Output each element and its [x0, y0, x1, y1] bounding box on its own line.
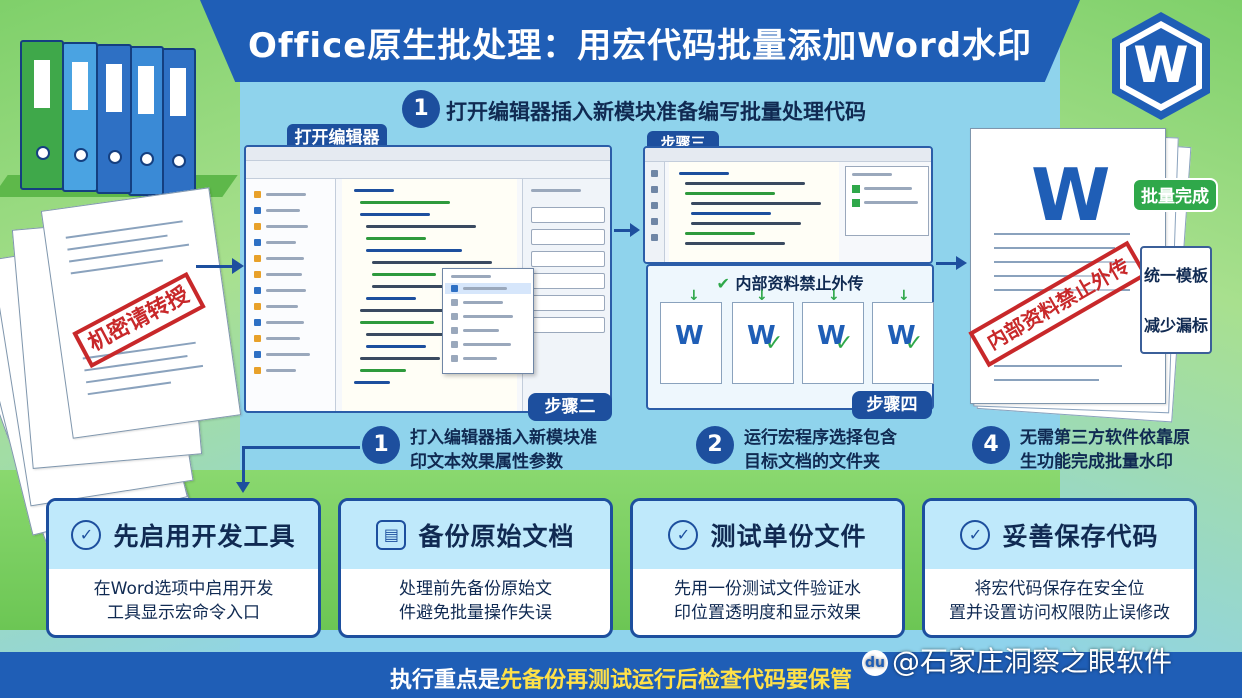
property-field[interactable]: [531, 251, 605, 267]
property-field[interactable]: [531, 207, 605, 223]
step-number-badge: 2: [696, 426, 734, 464]
editor-titlebar: [246, 147, 610, 161]
arrow-head-icon: [232, 258, 244, 274]
page-title: Office原生批处理：用宏代码批量添加Word水印: [247, 26, 1033, 66]
macro-editor-window: [643, 146, 933, 264]
word-letter-icon: W: [1031, 153, 1111, 237]
title-banner: [200, 0, 1080, 82]
backup-icon: ▤: [376, 520, 407, 550]
editor-left-bottom-tag: 步骤二: [528, 393, 612, 421]
benefit-card: 统一模板 减少漏标: [1140, 246, 1212, 354]
editor-titlebar: [645, 148, 931, 162]
word-doc-icon: W✓: [732, 302, 794, 384]
binder-icon: [62, 42, 98, 192]
tip-card: ✓ 测试单份文件 先用一份测试文件验证水 印位置透明度和显示效果: [630, 498, 905, 638]
connector-line: [242, 446, 245, 484]
property-field[interactable]: [531, 273, 605, 289]
down-check-icon: ↓: [756, 288, 768, 304]
property-field[interactable]: [531, 317, 605, 333]
author-watermark: du@石家庄洞察之眼软件: [862, 640, 1172, 680]
check-circle-icon: ✓: [668, 520, 699, 550]
options-dialog: [845, 166, 929, 236]
down-check-icon: ↓: [688, 288, 700, 304]
down-check-icon: ↓: [828, 288, 840, 304]
tip-title: 备份原始文档: [418, 522, 575, 551]
bottom-summary: 执行重点是先备份再测试运行后检查代码要保管: [389, 668, 853, 693]
tip-title: 妥善保存代码: [1002, 522, 1159, 551]
tip-card: ✓ 妥善保存代码 将宏代码保存在安全位 置并设置访问权限防止误修改: [922, 498, 1197, 638]
batch-preview-panel: ✔ 内部资料禁止外传 ↓ ↓ ↓ ↓ W W✓ W✓ W✓: [646, 264, 934, 410]
finished-document: W: [970, 128, 1166, 404]
mid-step-text: 打入编辑器插入新模块准 印文本效果属性参数: [410, 428, 597, 472]
flow-arrow: [936, 262, 958, 265]
binder-icon: [128, 46, 164, 196]
vba-editor-window: [244, 145, 612, 413]
connector-line: [242, 446, 360, 449]
arrow-head-icon: [956, 256, 967, 270]
arrow-head-icon: [630, 223, 640, 237]
bottom-bar: [0, 652, 1242, 698]
project-tree-pane: [246, 179, 336, 411]
property-field[interactable]: [531, 295, 605, 311]
tip-title: 测试单份文件: [710, 522, 867, 551]
arrow-head-icon: [236, 482, 250, 493]
batch-done-badge: 批量完成: [1132, 178, 1218, 212]
check-circle-icon: ✓: [960, 520, 991, 550]
property-field[interactable]: [531, 229, 605, 245]
editor-mid-bottom-tag: 步骤四: [852, 391, 932, 419]
binder-icon: [160, 48, 196, 198]
properties-pane: [522, 179, 610, 411]
context-menu[interactable]: [442, 268, 534, 374]
mid-step-text: 运行宏程序选择包含 目标文档的文件夹: [744, 428, 897, 472]
flow-arrow: [196, 265, 236, 268]
check-circle-icon: ✓: [71, 520, 102, 550]
step-number-badge: 1: [362, 426, 400, 464]
word-logo-letter: W: [1133, 36, 1189, 94]
tip-card: ▤ 备份原始文档 处理前先备份原始文 件避免批量操作失误: [338, 498, 613, 638]
top-step-text: 打开编辑器插入新模块准备编写批量处理代码: [446, 100, 866, 124]
preview-caption: 内部资料禁止外传: [735, 274, 864, 293]
step-number-badge: 4: [972, 426, 1010, 464]
tip-card: ✓ 先启用开发工具 在Word选项中启用开发 工具显示宏命令入口: [46, 498, 321, 638]
word-doc-icon: W✓: [872, 302, 934, 384]
down-check-icon: ↓: [898, 288, 910, 304]
binder-icon: [96, 44, 132, 194]
code-pane: [669, 162, 839, 262]
word-doc-icon: W: [660, 302, 722, 384]
tip-title: 先启用开发工具: [113, 522, 296, 551]
mid-step-text: 无需第三方软件依靠原 生功能完成批量水印: [1020, 428, 1190, 472]
binder-icon: [20, 40, 64, 190]
word-doc-icon: W✓: [802, 302, 864, 384]
du-logo-icon: du: [862, 650, 888, 676]
check-circle-icon: ✔: [716, 274, 730, 293]
flow-arrow: [614, 229, 632, 232]
editor-toolbar: [246, 161, 610, 179]
editor-sidebar: [645, 162, 665, 262]
step-number-badge: 1: [402, 90, 440, 128]
